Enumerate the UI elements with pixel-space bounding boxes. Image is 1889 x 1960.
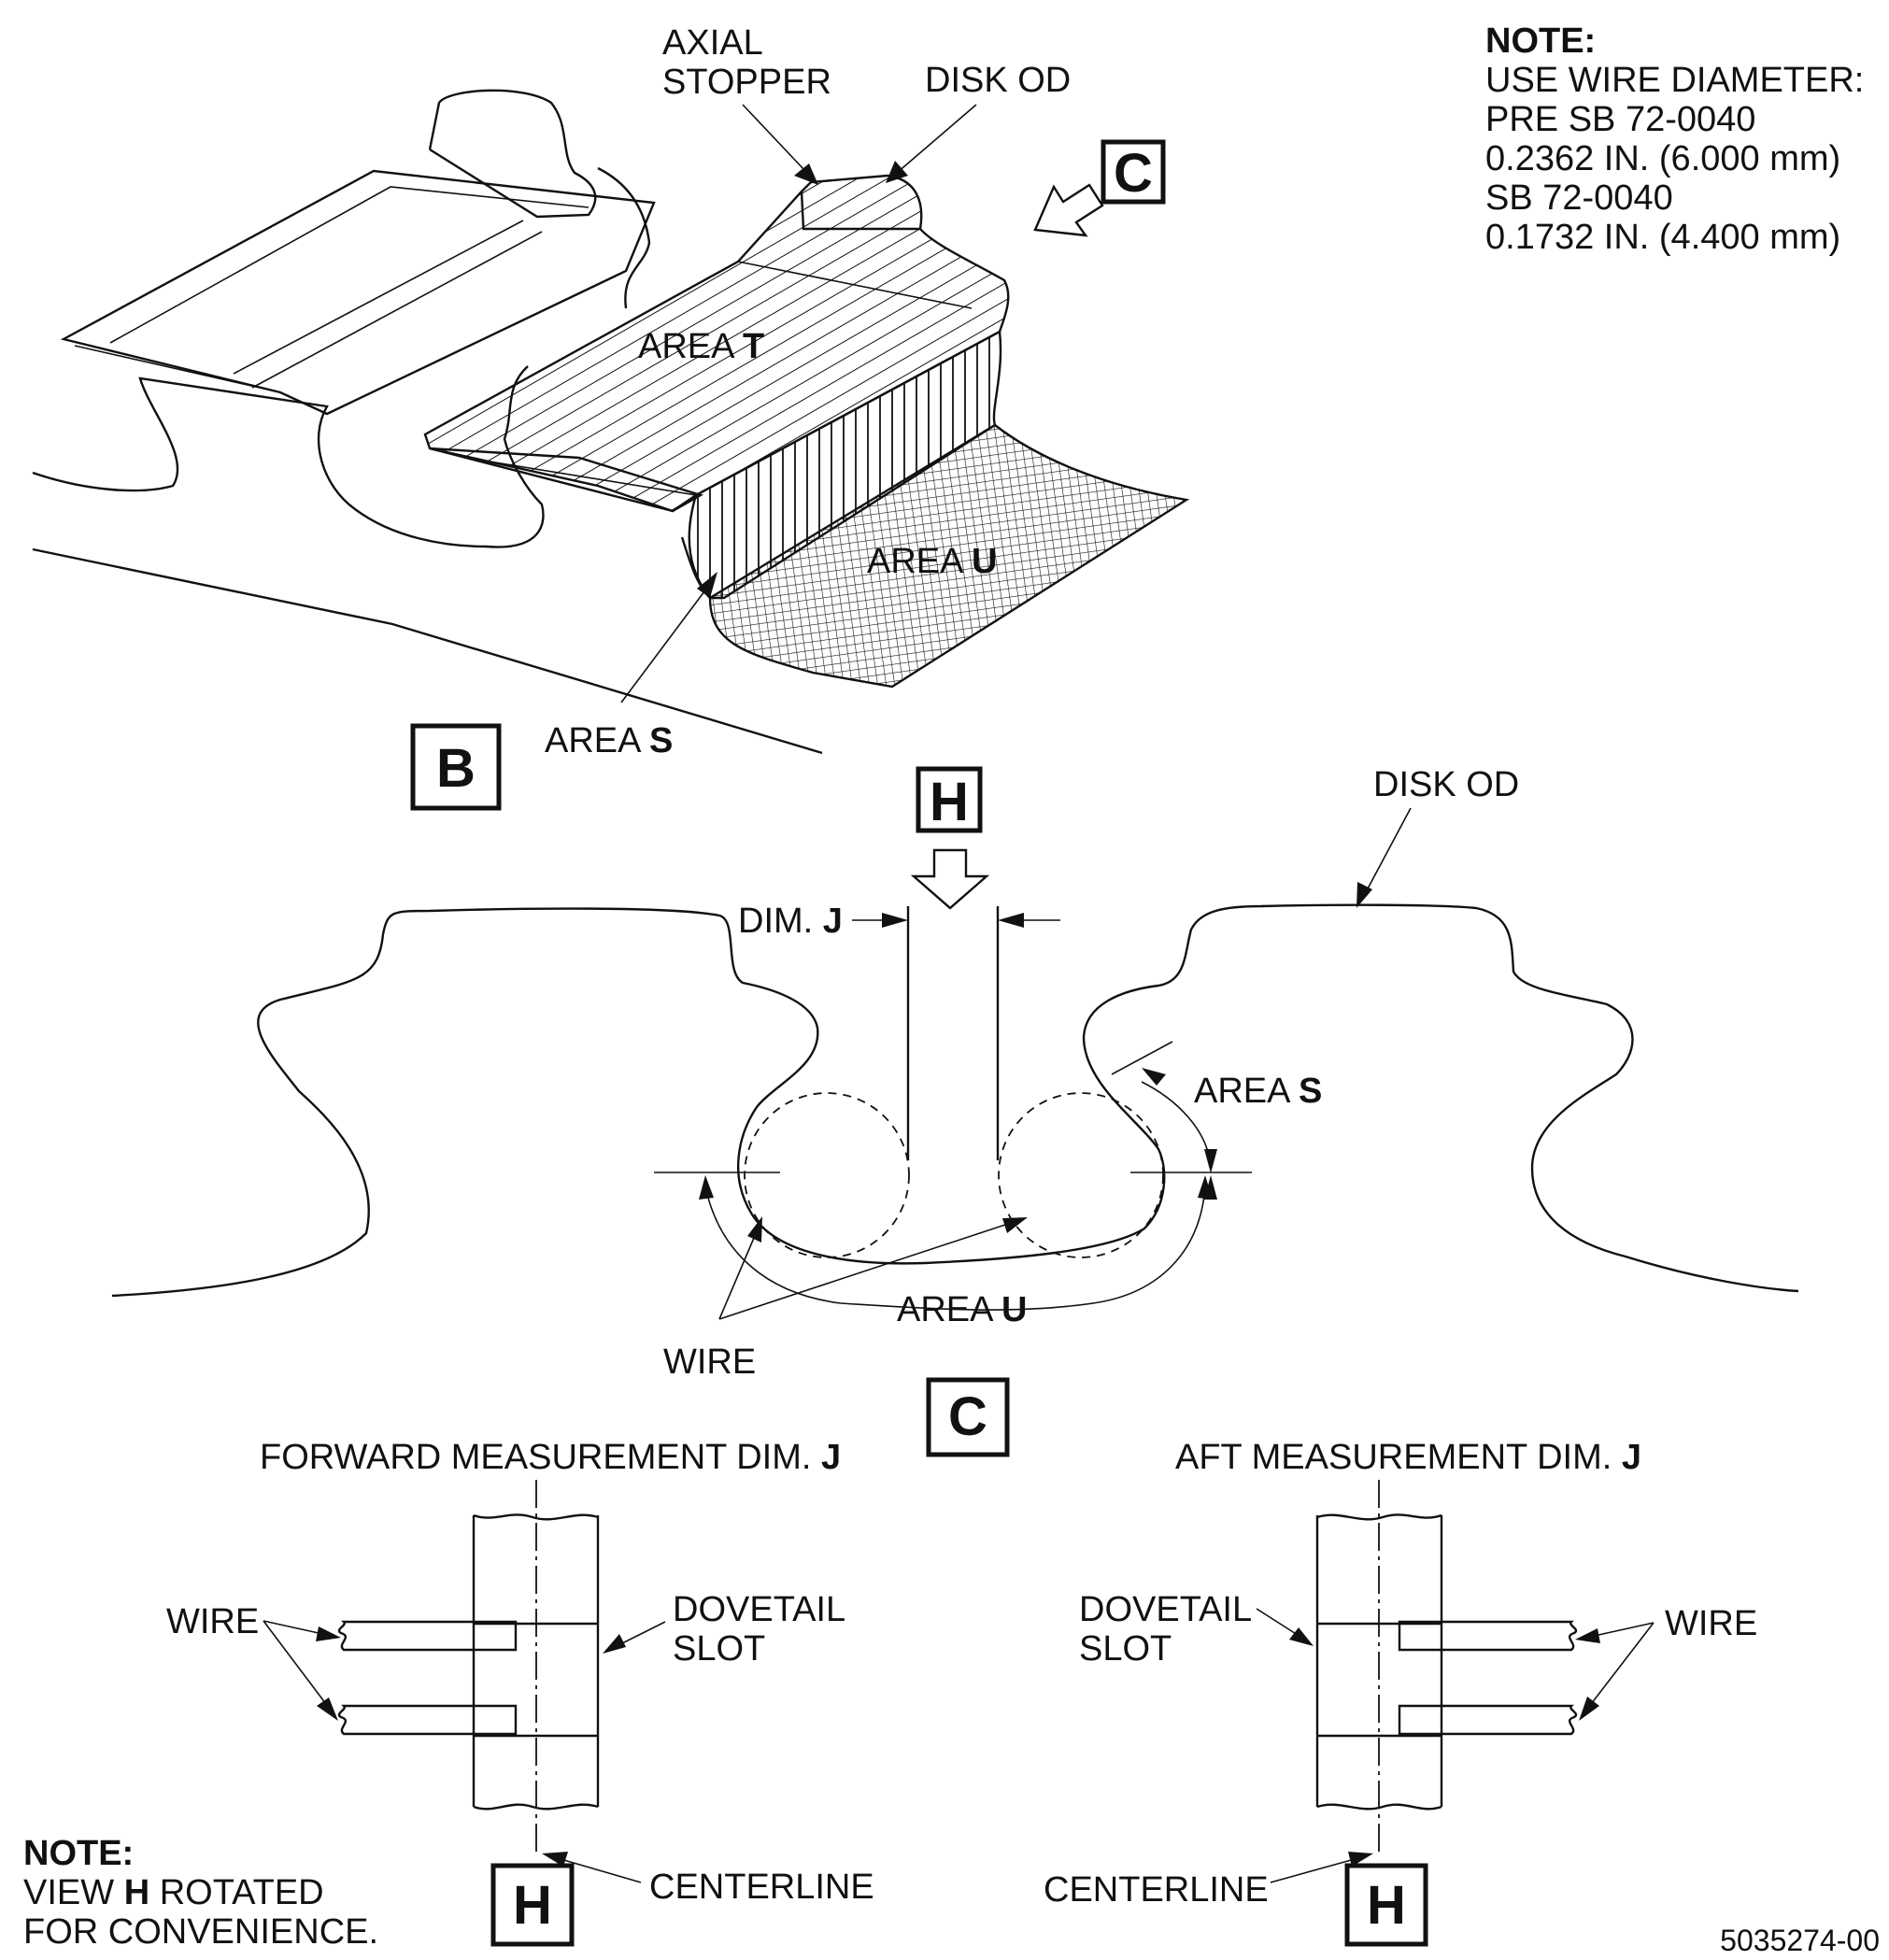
disk-rim-edge bbox=[32, 547, 823, 755]
view-h-aft: AFT MEASUREMENT DIM. J WIRE DOVETAIL SLO… bbox=[1044, 1438, 1757, 1947]
view-c-arrow-icon bbox=[1033, 183, 1104, 237]
area-u-arc bbox=[704, 1186, 1206, 1311]
view-h-forward: FORWARD MEASUREMENT DIM. J WIRE DOVETAIL… bbox=[166, 1438, 874, 1947]
view-h-box-label-aft: H bbox=[1367, 1875, 1406, 1936]
view-h-box-forward bbox=[490, 1863, 575, 1947]
forward-measurement-title: FORWARD MEASUREMENT DIM. J bbox=[260, 1438, 841, 1477]
area-u-hatch bbox=[708, 423, 1190, 689]
view-h-box-aft bbox=[1344, 1863, 1428, 1947]
view-h-box-top bbox=[916, 766, 983, 833]
aft-measurement-title: AFT MEASUREMENT DIM. J bbox=[1175, 1438, 1641, 1477]
note-bottom-line-2: FOR CONVENIENCE. bbox=[23, 1912, 378, 1952]
view-c-box-label-b: C bbox=[1114, 143, 1153, 204]
view-b-box bbox=[410, 723, 502, 811]
wire-right-circle bbox=[998, 1092, 1164, 1258]
area-t-hatch bbox=[423, 174, 1010, 513]
note-bottom-heading: NOTE: bbox=[23, 1834, 134, 1873]
area-u-label-b: AREA U bbox=[867, 542, 997, 581]
view-c-box bbox=[926, 1377, 1010, 1457]
disk-od-label-c: DISK OD bbox=[1373, 765, 1519, 804]
note-top-line-5: 0.1732 IN. (4.400 mm) bbox=[1485, 218, 1840, 257]
view-b-isometric: AXIAL STOPPER DISK OD C AREA T AREA U AR… bbox=[32, 23, 1190, 811]
view-h-box-label-forward: H bbox=[513, 1875, 552, 1936]
axial-stopper-label-2: STOPPER bbox=[662, 63, 831, 102]
note-top-line-3: 0.2362 IN. (6.000 mm) bbox=[1485, 139, 1840, 178]
area-s-label-c: AREA S bbox=[1194, 1072, 1322, 1111]
note-bottom: NOTE: VIEW H ROTATED FOR CONVENIENCE. bbox=[23, 1834, 378, 1952]
area-s-label-b: AREA S bbox=[545, 721, 673, 760]
wire-forward-upper bbox=[337, 1620, 518, 1652]
note-top-line-2: PRE SB 72-0040 bbox=[1485, 100, 1755, 139]
dovetail-label-aft-2: SLOT bbox=[1079, 1629, 1172, 1669]
wire-aft-upper bbox=[1398, 1620, 1578, 1652]
note-bottom-line-1: VIEW H ROTATED bbox=[23, 1873, 324, 1912]
area-u-label-c: AREA U bbox=[897, 1290, 1027, 1329]
disk-od-label-b: DISK OD bbox=[925, 61, 1071, 100]
area-t-label: AREA T bbox=[638, 327, 764, 366]
view-c-box-label: C bbox=[948, 1386, 987, 1447]
wire-label-forward: WIRE bbox=[166, 1602, 259, 1641]
wire-aft-lower bbox=[1398, 1704, 1578, 1736]
view-c-box-b bbox=[1101, 139, 1166, 205]
dovetail-label-aft-1: DOVETAIL bbox=[1079, 1590, 1252, 1629]
dovetail-label-forward-2: SLOT bbox=[673, 1629, 765, 1669]
dim-j-label-c: DIM. J bbox=[738, 902, 843, 941]
wire-forward-lower bbox=[337, 1704, 518, 1736]
note-top: NOTE: USE WIRE DIAMETER: PRE SB 72-0040 … bbox=[1485, 21, 1864, 257]
view-b-box-label: B bbox=[436, 738, 476, 799]
note-top-heading: NOTE: bbox=[1485, 21, 1596, 61]
view-h-down-arrow-icon bbox=[910, 848, 990, 910]
disk-left-post bbox=[111, 903, 1799, 1298]
dovetail-label-forward-1: DOVETAIL bbox=[673, 1590, 845, 1629]
wire-label-aft: WIRE bbox=[1665, 1604, 1757, 1643]
note-top-line-1: USE WIRE DIAMETER: bbox=[1485, 61, 1864, 100]
centerline-label-forward: CENTERLINE bbox=[649, 1868, 874, 1907]
view-c-section: H AREA S DIM. J DISK OD bbox=[111, 765, 1799, 1457]
wire-label-c: WIRE bbox=[663, 1342, 756, 1382]
figure-number: 5035274-00 bbox=[1720, 1924, 1880, 1957]
blade-left-stopper bbox=[428, 89, 597, 219]
wire-left-circle bbox=[744, 1092, 910, 1258]
centerline-label-aft: CENTERLINE bbox=[1044, 1870, 1269, 1910]
axial-stopper-label-1: AXIAL bbox=[662, 23, 763, 63]
view-h-box-label-top: H bbox=[930, 772, 969, 832]
note-top-line-4: SB 72-0040 bbox=[1485, 178, 1673, 218]
